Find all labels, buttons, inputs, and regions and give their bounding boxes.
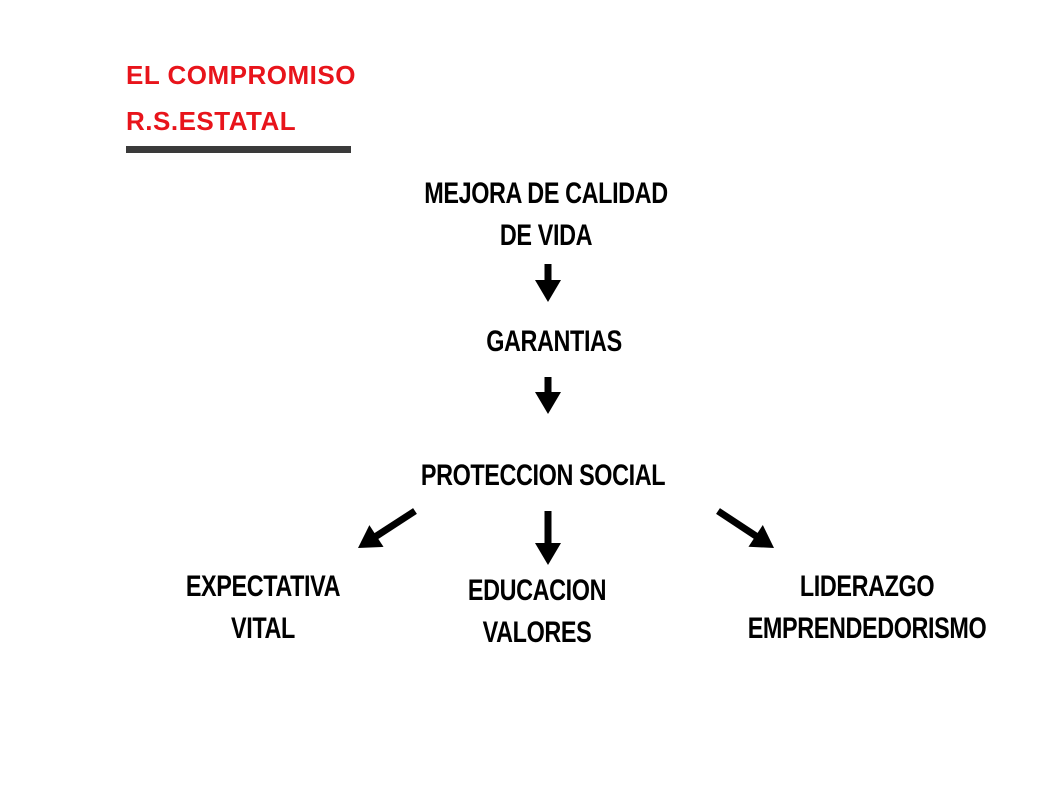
node-liderazgo-emprendedorismo: LIDERAZGO EMPRENDEDORISMO — [748, 566, 987, 650]
arrow-head — [535, 543, 561, 565]
node-label-line: VALORES — [482, 616, 592, 649]
arrow-head — [358, 525, 384, 548]
node-label-line: EXPECTATIVA — [185, 570, 341, 603]
node-label-line: LIDERAZGO — [799, 570, 935, 603]
node-label-line: GARANTIAS — [486, 325, 622, 358]
node-label-line: PROTECCION SOCIAL — [420, 459, 666, 492]
arrow-shaft — [372, 508, 417, 541]
arrow-shaft — [716, 508, 760, 540]
arrow-garantias-to-proteccion — [535, 377, 561, 414]
arrow-head — [535, 392, 561, 414]
arrow-head — [748, 525, 774, 548]
node-educacion-valores: EDUCACION VALORES — [467, 570, 607, 654]
title-underline — [126, 146, 351, 153]
arrow-proteccion-to-liderazgo — [716, 508, 774, 548]
node-label-line: MEJORA DE CALIDAD — [424, 177, 668, 210]
arrow-proteccion-to-expectativa — [358, 508, 417, 548]
arrow-proteccion-to-educacion — [535, 511, 561, 565]
node-label-line: DE VIDA — [499, 219, 593, 252]
slide-title-line-1: EL COMPROMISO — [126, 60, 356, 90]
arrow-head — [535, 280, 561, 302]
slide-title-line-2: R.S.ESTATAL — [126, 106, 297, 136]
node-proteccion-social: PROTECCION SOCIAL — [420, 455, 666, 497]
node-label-line: EMPRENDEDORISMO — [747, 612, 987, 645]
node-mejora-calidad-de-vida: MEJORA DE CALIDAD DE VIDA — [424, 173, 668, 257]
node-label-line: EDUCACION — [467, 574, 607, 607]
node-garantias: GARANTIAS — [486, 321, 622, 363]
arrow-mejora-to-garantias — [535, 264, 561, 302]
node-label-line: VITAL — [231, 612, 295, 645]
node-expectativa-vital: EXPECTATIVA VITAL — [185, 566, 341, 650]
